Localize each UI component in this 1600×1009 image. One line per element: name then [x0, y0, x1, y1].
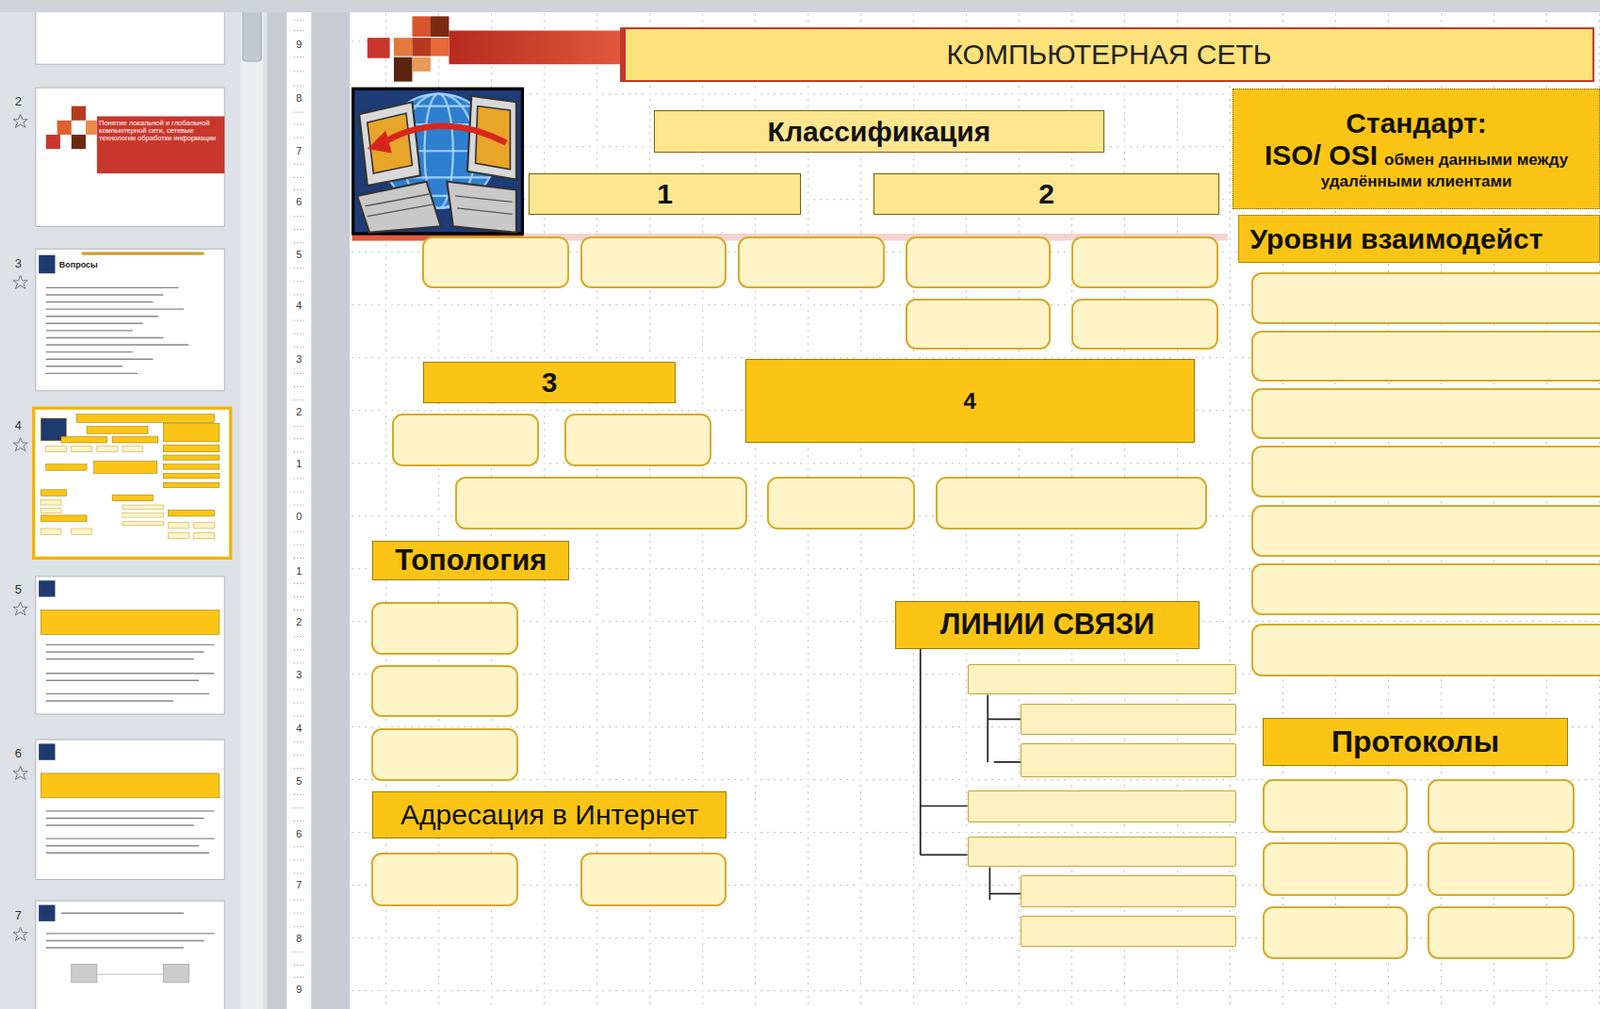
- empty-box: [371, 602, 519, 655]
- slide-number: 4: [5, 417, 31, 434]
- empty-box: [1020, 875, 1238, 908]
- ruler-number: 8: [292, 931, 307, 947]
- empty-box: [1262, 906, 1409, 960]
- slide-number: 2: [5, 94, 31, 111]
- title-text: КОМПЬЮТЕРНАЯ СЕТЬ: [946, 38, 1272, 71]
- box-label: 3: [541, 366, 558, 399]
- empty-box: [905, 298, 1052, 350]
- box-label: 4: [963, 388, 977, 415]
- ruler-number: 1: [292, 564, 307, 579]
- empty-box: [1071, 236, 1219, 289]
- slide-number: 7: [5, 907, 31, 924]
- empty-box: [905, 236, 1052, 289]
- empty-box: [1071, 298, 1219, 350]
- vertical-ruler: [267, 0, 351, 1009]
- empty-box: [767, 476, 915, 530]
- ruler-number: 6: [292, 195, 307, 210]
- empty-box: [580, 852, 727, 906]
- empty-box: [422, 236, 570, 289]
- empty-box: [1251, 330, 1600, 382]
- category-box: Стандарт:ISO/ OSIобмен данными между уда…: [1232, 88, 1600, 210]
- category-box: ЛИНИИ СВЯЗИ: [895, 601, 1201, 650]
- empty-box: [1251, 272, 1600, 325]
- ruler-number: 5: [292, 247, 307, 262]
- thumbnail-heading: Вопросы: [59, 260, 144, 274]
- empty-box: [1427, 906, 1575, 960]
- ruler-number: 1: [292, 457, 307, 472]
- box-body: ISO/ OSIобмен данными между удалёнными к…: [1251, 139, 1582, 191]
- empty-box: [967, 790, 1238, 823]
- category-box: Классификация: [653, 110, 1105, 153]
- thumbnail-title: Понятие локальной и глобальной компьютер…: [98, 119, 222, 171]
- ruler-number: 9: [292, 37, 307, 52]
- empty-box: [1427, 842, 1575, 896]
- empty-box: [580, 236, 727, 289]
- title-band: КОМПЬЮТЕРНАЯ СЕТЬ: [620, 27, 1594, 82]
- category-box: Топология: [372, 540, 570, 581]
- empty-box: [967, 836, 1238, 867]
- empty-box: [1427, 779, 1575, 833]
- empty-box: [371, 665, 519, 718]
- empty-box: [1020, 915, 1238, 947]
- category-box: 2: [873, 173, 1220, 215]
- category-box: 4: [745, 359, 1196, 443]
- box-heading: Стандарт:: [1345, 107, 1487, 140]
- empty-box: [371, 852, 519, 906]
- thumbnail-panel: [0, 0, 268, 1009]
- category-box: 1: [528, 173, 801, 215]
- ruler-number: 9: [292, 982, 307, 997]
- slide-number: 5: [5, 581, 31, 598]
- empty-box: [564, 413, 712, 467]
- empty-box: [391, 413, 539, 467]
- ruler-number: 4: [292, 721, 307, 736]
- empty-box: [1251, 388, 1600, 440]
- empty-box: [1251, 563, 1600, 616]
- box-label: Протоколы: [1331, 724, 1500, 760]
- slide-number: 6: [5, 746, 31, 763]
- box-label: 1: [656, 178, 673, 211]
- box-label: Адресация в Интернет: [400, 799, 699, 832]
- standard-name: ISO/ OSI: [1264, 139, 1378, 171]
- empty-box: [1251, 505, 1600, 557]
- category-box: 3: [423, 361, 675, 403]
- ruler-number: 7: [292, 144, 307, 159]
- network-icon: [353, 88, 523, 234]
- category-box: Уровни взаимодейст: [1238, 214, 1600, 263]
- ruler-number: 5: [292, 774, 307, 789]
- empty-box: [1262, 842, 1409, 896]
- ruler-number: 3: [292, 668, 307, 683]
- empty-box: [455, 476, 748, 530]
- empty-box: [1020, 703, 1238, 735]
- category-box: Адресация в Интернет: [372, 791, 727, 839]
- box-label: Уровни взаимодейст: [1250, 223, 1544, 256]
- ruler-number: 2: [292, 615, 307, 630]
- box-label: Топология: [394, 543, 547, 578]
- box-label: 2: [1038, 178, 1055, 211]
- ruler-number: 2: [292, 405, 307, 420]
- empty-box: [935, 476, 1208, 530]
- ruler-number: 3: [292, 352, 307, 367]
- slide-number: 3: [5, 255, 31, 272]
- ruler-number: 0: [292, 509, 307, 524]
- empty-box: [1262, 779, 1409, 833]
- empty-box: [371, 728, 519, 782]
- empty-box: [1251, 445, 1600, 498]
- box-label: ЛИНИИ СВЯЗИ: [940, 607, 1156, 642]
- ruler-number: 4: [292, 298, 307, 313]
- ruler-number: 7: [292, 878, 307, 893]
- ruler-number: 8: [292, 91, 307, 106]
- empty-box: [737, 236, 885, 289]
- empty-box: [1020, 743, 1238, 778]
- empty-box: [1251, 623, 1600, 677]
- box-label: Классификация: [767, 115, 992, 148]
- category-box: Протоколы: [1262, 718, 1569, 767]
- empty-box: [967, 664, 1238, 695]
- ruler-number: 6: [292, 827, 307, 842]
